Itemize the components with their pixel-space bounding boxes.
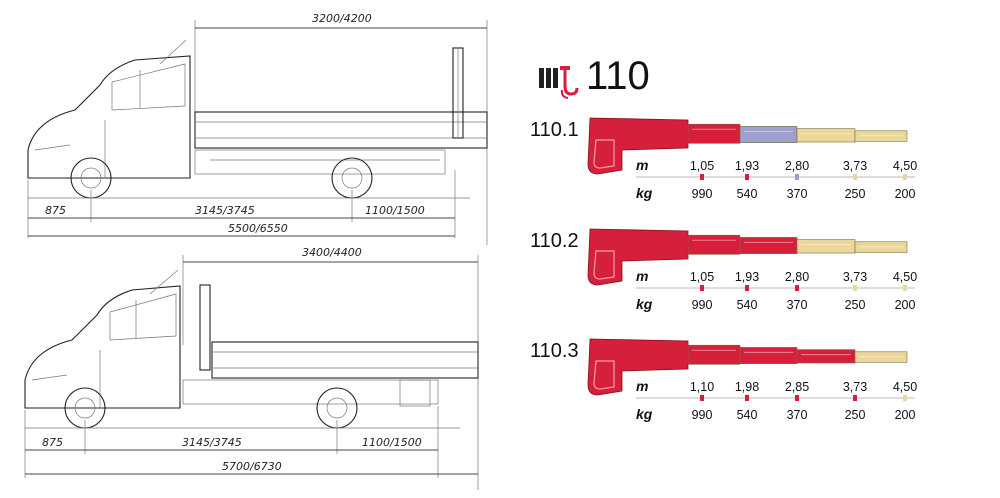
reach-tick (903, 174, 907, 180)
boom-segment (854, 241, 908, 253)
load-value: 990 (692, 187, 713, 201)
reach-tick (700, 395, 704, 401)
reach-tick (745, 395, 749, 401)
boom-segment (739, 347, 798, 364)
crane-variant-1: 110.1 m kg 1,05 990 1,93 540 2,80 370 3,73 250 4,50… (530, 117, 917, 201)
load-value: 990 (692, 408, 713, 422)
boom-segment (593, 360, 615, 390)
boom-segment (587, 228, 689, 286)
unit-kg: kg (636, 406, 653, 422)
reach-value: 3,73 (843, 159, 867, 173)
load-value: 250 (845, 408, 866, 422)
load-value: 200 (895, 298, 916, 312)
unit-m: m (636, 378, 648, 394)
boom-segment (587, 338, 689, 396)
load-value: 250 (845, 187, 866, 201)
boom-segment (854, 351, 908, 363)
truck-1-total-length: 5500/6550 (228, 222, 288, 235)
boom-segment (687, 344, 741, 365)
variant-name: 110.1 (530, 119, 579, 141)
reach-tick (903, 395, 907, 401)
truck-2-body-length: 3400/4400 (302, 246, 362, 259)
load-value: 540 (737, 408, 758, 422)
truck-drawing-1: 3200/4200 875 3145/3745 1100/15 (27, 12, 488, 245)
boom-segment (796, 239, 856, 254)
truck-1-body-length: 3200/4200 (312, 12, 372, 25)
load-value: 200 (895, 408, 916, 422)
load-value: 370 (787, 298, 808, 312)
truck-1-rear-overhang: 1100/1500 (365, 204, 425, 217)
reach-value: 4,50 (893, 270, 917, 284)
unit-kg: kg (636, 296, 653, 312)
reach-tick (700, 174, 704, 180)
boom-segment (593, 139, 615, 169)
truck-drawing-2: 3400/4400 875 3145/3745 1100/1500 5700/6… (24, 246, 479, 490)
boom-segment (593, 250, 615, 280)
crane-variant-3: 110.3 m kg 1,10 990 1,98 540 2,85 370 3,73 250 4,50… (530, 338, 917, 422)
reach-value: 3,73 (843, 270, 867, 284)
reach-tick (700, 285, 704, 291)
boom-segment (587, 117, 689, 175)
reach-value: 1,05 (690, 270, 714, 284)
truck-2-total-length: 5700/6730 (222, 460, 282, 473)
reach-tick (853, 285, 857, 291)
load-value: 370 (787, 187, 808, 201)
reach-value: 4,50 (893, 159, 917, 173)
boom-segment (796, 128, 856, 143)
reach-value: 3,73 (843, 380, 867, 394)
reach-value: 1,05 (690, 159, 714, 173)
reach-tick (853, 174, 857, 180)
reach-tick (795, 285, 799, 291)
boom-segment (739, 126, 798, 143)
reach-value: 2,80 (785, 159, 809, 173)
reach-value: 1,93 (735, 159, 759, 173)
boom-segment (687, 123, 741, 144)
reach-tick (903, 285, 907, 291)
boom-segment (854, 130, 908, 142)
reach-value: 2,80 (785, 270, 809, 284)
variant-name: 110.2 (530, 230, 579, 252)
load-value: 200 (895, 187, 916, 201)
reach-value: 1,98 (735, 380, 759, 394)
reach-value: 1,10 (690, 380, 714, 394)
crane-hook-icon (539, 66, 579, 99)
reach-value: 1,93 (735, 270, 759, 284)
load-value: 990 (692, 298, 713, 312)
crane-model-number: 110 (586, 54, 650, 98)
reach-value: 2,85 (785, 380, 809, 394)
reach-tick (745, 285, 749, 291)
load-value: 540 (737, 298, 758, 312)
crane-variants: 110.1 m kg 1,05 990 1,93 540 2,80 370 3,73 250 4,50… (530, 117, 917, 422)
unit-m: m (636, 268, 648, 284)
truck-1-wheelbase: 3145/3745 (195, 204, 255, 217)
truck-2-front-overhang: 875 (42, 436, 63, 449)
crane-header: 110 (539, 54, 650, 99)
load-value: 370 (787, 408, 808, 422)
truck-1-front-overhang: 875 (45, 204, 66, 217)
reach-value: 4,50 (893, 380, 917, 394)
reach-tick (853, 395, 857, 401)
boom-segment (796, 349, 856, 364)
load-value: 250 (845, 298, 866, 312)
reach-tick (795, 395, 799, 401)
reach-tick (795, 174, 799, 180)
variant-name: 110.3 (530, 340, 579, 362)
truck-2-wheelbase: 3145/3745 (182, 436, 242, 449)
unit-m: m (636, 157, 648, 173)
unit-kg: kg (636, 185, 653, 201)
boom-segment (687, 234, 741, 255)
load-value: 540 (737, 187, 758, 201)
truck-2-rear-overhang: 1100/1500 (362, 436, 422, 449)
reach-tick (745, 174, 749, 180)
boom-segment (739, 237, 798, 254)
crane-variant-2: 110.2 m kg 1,05 990 1,93 540 2,80 370 3,73 250 4,50… (530, 228, 917, 312)
